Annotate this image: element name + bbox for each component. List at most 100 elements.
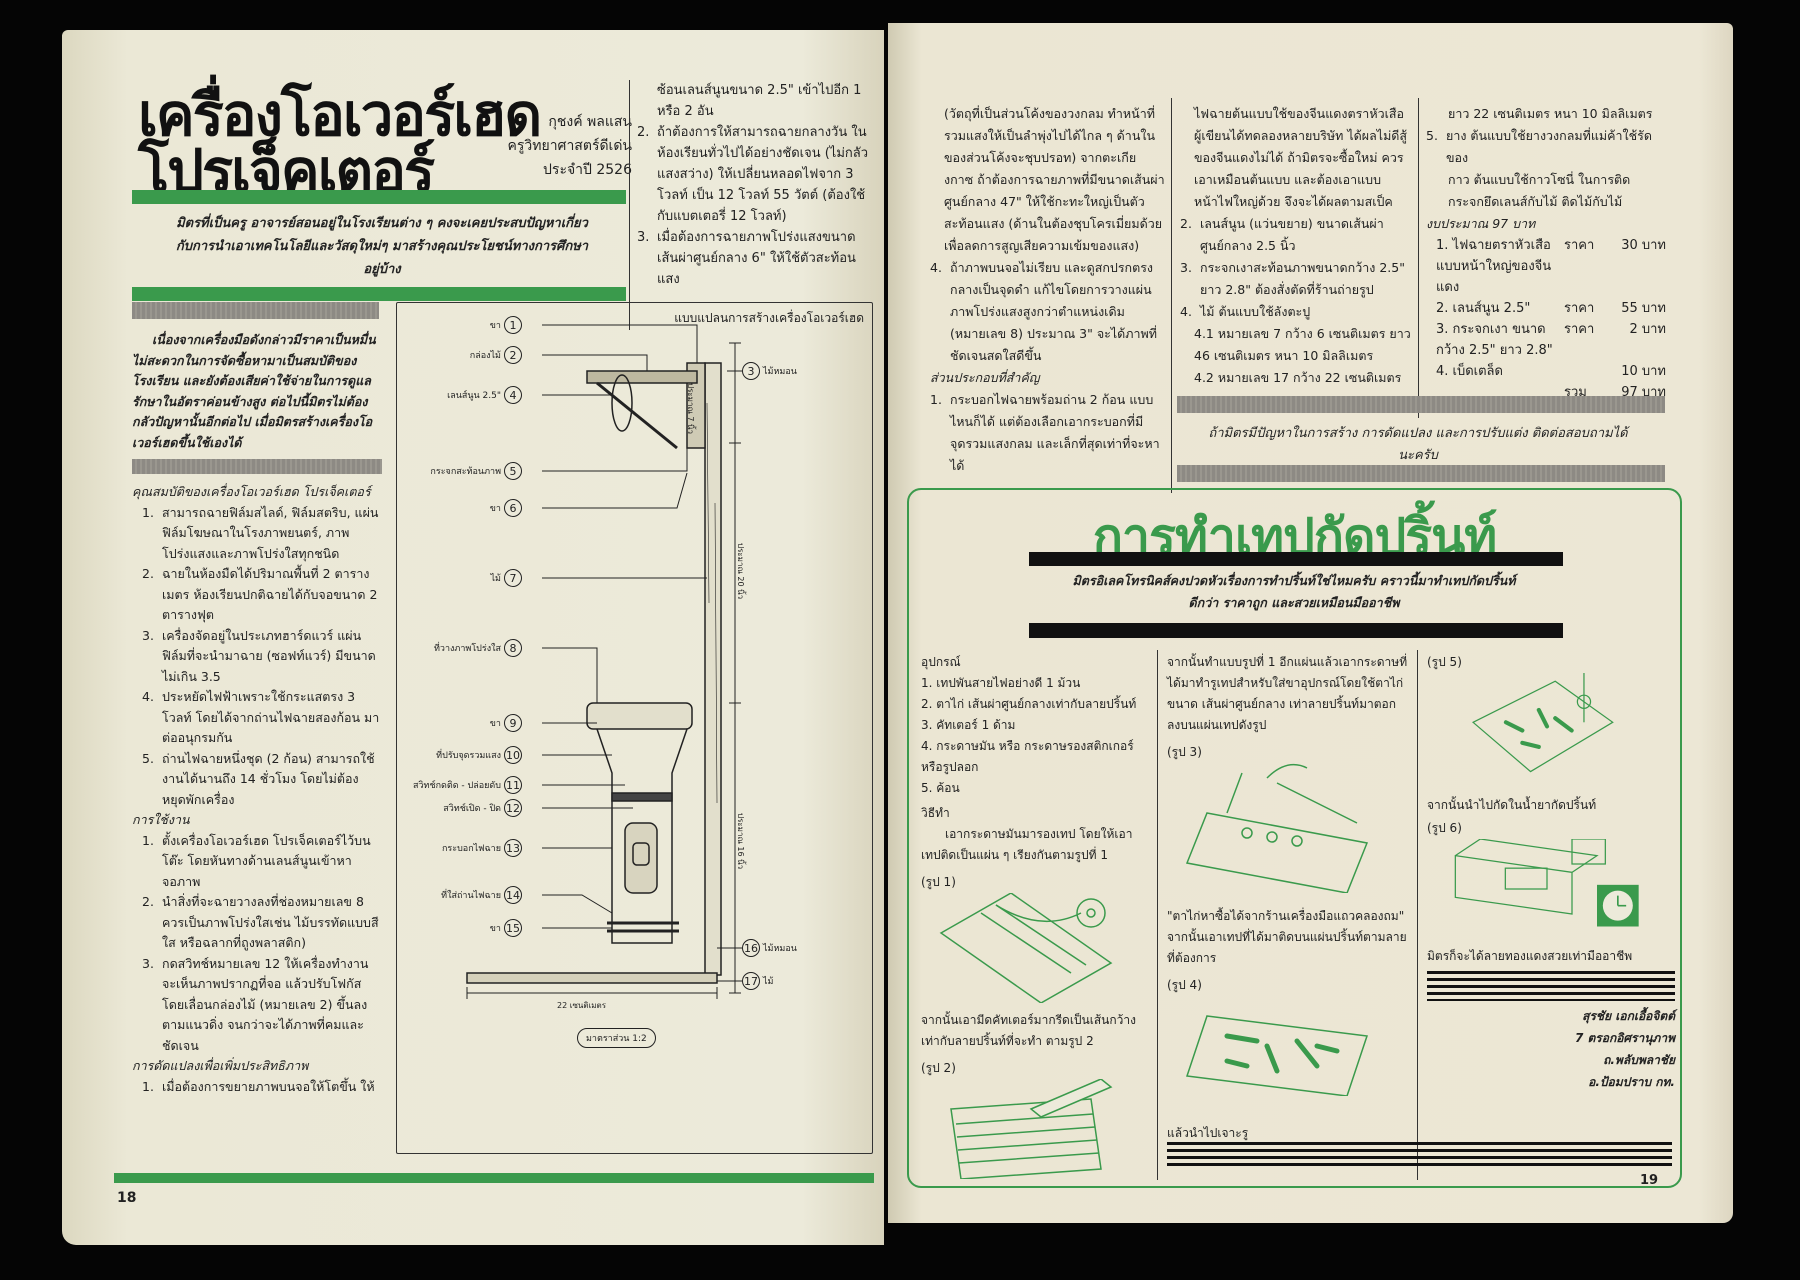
pcb-col3: (รูป 5) จากนั้นนำไปกัดในน้ำยากัดปริ้นท์ …: [1427, 652, 1675, 1093]
parts-heading: ส่วนประกอบที่สำคัญ: [930, 370, 1040, 385]
list-item: 3.เมื่อต้องการฉายภาพโปร่งแสงขนาด เส้นผ่า…: [637, 227, 873, 290]
column-divider: [1418, 98, 1419, 418]
step-text: จากนั้นเอาเทปที่ได้มาติดบนแผ่นปริ้นท์ตาม…: [1167, 930, 1407, 965]
col2-continuation: ไฟฉายต้นแบบใช้ของจีนแดงตราหัวเสือ ผู้เขี…: [1194, 106, 1408, 209]
item-text: สามารถฉายฟิล์มสไลด์, ฟิล์มสตริบ, แผ่นฟิล…: [162, 504, 379, 561]
callout-number: 3: [742, 362, 760, 380]
callout-number: 15: [504, 919, 522, 937]
column-divider: [1417, 650, 1418, 1180]
col1-continuation: (วัตถุที่เป็นส่วนโค้งของวงกลม ทำหน้าที่ร…: [944, 106, 1165, 253]
author-address: 7 ตรอกอิศรานุภาพ: [1574, 1031, 1675, 1045]
budget-value: 30 บาท: [1621, 238, 1666, 253]
label-text: ที่ใส่ถ่านไฟฉาย: [441, 891, 501, 901]
col2-continuation: ซ้อนเลนส์นูนขนาด 2.5" เข้าไปอีก 1 หรือ 2…: [657, 83, 862, 119]
step-text: เอากระดาษมันมารองเทป โดยให้เอาเทปติดเป็น…: [921, 827, 1133, 862]
result-text: มิตรก็จะได้ลายทองแดงสวยเท่ามืออาชีพ: [1427, 949, 1633, 963]
item-text: ถ่านไฟฉายหนึ่งชุด (2 ก้อน) สามารถใช้งานไ…: [162, 750, 375, 807]
col3-continuation: ยาว 22 เซนติเมตร หนา 10 มิลลิเมตร: [1448, 106, 1653, 121]
item-text: กดสวิทช์หมายเลข 12 ให้เครื่องทำงาน จะเห็…: [162, 955, 369, 1053]
budget-value: 10 บาท: [1621, 364, 1666, 379]
label-text: ขา: [489, 924, 501, 934]
dimension-middle: ประมาณ 20 นิ้ว: [736, 543, 745, 600]
list-item: 1.ตั้งเครื่องโอเวอร์เฮด โปรเจ็คเตอร์ไว้บ…: [132, 831, 382, 893]
black-rule: [1029, 623, 1563, 638]
list-item: 3.เครื่องจัดอยู่ในประเภทฮาร์ดแวร์ แผ่นฟิ…: [132, 626, 382, 688]
width-dimension: 22 เซนติเมตร: [557, 1001, 607, 1010]
list-item: 2.ฉายในห้องมืดได้ปริมาณพื้นที่ 2 ตารางเม…: [132, 564, 382, 626]
item-text: เลนส์นูน (แว่นขยาย) ขนาดเส้นผ่าศูนย์กลาง…: [1200, 216, 1384, 253]
list-item: 3.กระจกเงาสะท้อนภาพขนาดกว้าง 2.5" ยาว 2.…: [1180, 257, 1413, 301]
tool-item: 4. กระดาษมัน หรือ กระดาษรองสติกเกอร์หรือ…: [921, 739, 1134, 774]
callout-number: 11: [504, 776, 522, 794]
callout-number: 10: [504, 746, 522, 764]
budget-table: 1. ไฟฉายตราหัวเสือแบบหน้าใหญ่ของจีนแดงรา…: [1426, 235, 1666, 403]
gray-rule: [132, 302, 379, 319]
label-text: ขา: [489, 504, 501, 514]
label-text: สวิทช์กดติด - ปล่อยดับ: [412, 781, 501, 791]
figure-3-hammer-punch: [1185, 763, 1369, 894]
list-item: 4.ไม้ ต้นแบบใช้ลังตะปู: [1180, 301, 1413, 323]
sub-item: 4.1 หมายเลข 7 กว้าง 6 เซนติเมตร ยาว 46 เ…: [1194, 326, 1411, 363]
diagram-label-4: เลนส์นูน 2.5"4: [447, 386, 522, 404]
green-rule: [114, 1173, 874, 1183]
author-block: กุชงค์ พลแสน ครูวิทยาศาสตร์ดีเด่น ประจำป…: [482, 110, 632, 182]
scale-badge: มาตราส่วน 1:2: [577, 1028, 656, 1048]
callout-number: 2: [504, 346, 522, 364]
callout-number: 14: [504, 886, 522, 904]
figure-label: (รูป 2): [921, 1061, 956, 1075]
list-item: 4.ถ้าภาพบนจอไม่เรียบ และดูสกปรกตรงกลางเป…: [930, 257, 1165, 367]
column-divider: [1171, 98, 1172, 493]
budget-value: 2 บาท: [1629, 322, 1666, 337]
figure-1-tape-roll: [939, 892, 1113, 1004]
method-heading: วิธีทำ: [921, 806, 950, 820]
figure-label: (รูป 3): [1167, 745, 1202, 759]
tools-heading: อุปกรณ์: [921, 655, 961, 669]
right-page-col2: ไฟฉายต้นแบบใช้ของจีนแดงตราหัวเสือ ผู้เขี…: [1180, 103, 1413, 389]
item-text: นำสิ่งที่จะฉายวางลงที่ช่องหมายเลข 8 ควรเ…: [162, 894, 379, 950]
budget-label: [1564, 361, 1606, 382]
callout-number: 12: [504, 799, 522, 817]
sub-item: 4.2 หมายเลข 17 กว้าง 22 เซนติเมตร: [1194, 370, 1402, 385]
page-number: 18: [117, 1190, 137, 1206]
callout-number: 13: [504, 839, 522, 857]
pcb-subtitle: มิตรอิเลคโทรนิคส์คงปวดหัวเรื่องการทำปริ้…: [1072, 573, 1516, 610]
callout-number: 17: [742, 972, 760, 990]
budget-item: 4. เบ็ดเตล็ด: [1436, 364, 1503, 379]
left-page: เครื่องโอเวอร์เฮด โปรเจ็คเตอร์ กุชงค์ พล…: [62, 30, 884, 1245]
callout-number: 6: [504, 499, 522, 517]
lead-paragraph: เนื่องจากเครื่องมือดังกล่าวมีราคาเป็นหมื…: [132, 332, 376, 450]
item-text: ยาง ต้นแบบใช้ยางวงกลมที่แม่ค้าใช้รัดของ: [1446, 128, 1652, 165]
figure-label: (รูป 1): [921, 875, 956, 889]
intro-text: มิตรที่เป็นครู อาจารย์สอนอยู่ในโรงเรียนต…: [175, 216, 589, 277]
step-text: จากนั้นนำไปกัดในน้ำยากัดปริ้นท์: [1427, 798, 1597, 812]
list-item: 2.นำสิ่งที่จะฉายวางลงที่ช่องหมายเลข 8 คว…: [132, 892, 382, 954]
tool-item: 2. ตาไก่ เส้นผ่าศูนย์กลางเท่ากับลายปริ้น…: [921, 697, 1137, 711]
list-item: 1.กระบอกไฟฉายพร้อมถ่าน 2 ก้อน แบบไหนก็ได…: [930, 389, 1165, 477]
list-item: 2.เลนส์นูน (แว่นขยาย) ขนาดเส้นผ่าศูนย์กล…: [1180, 213, 1413, 257]
glue-note: กาว ต้นแบบใช้กาวโซนี่ ในการติดกระจกยึดเล…: [1448, 172, 1631, 209]
label-text: ขา: [489, 719, 501, 729]
item-text: กระจกเงาสะท้อนภาพขนาดกว้าง 2.5" ยาว 2.8"…: [1200, 260, 1405, 297]
features-heading: คุณสมบัติของเครื่องโอเวอร์เฮด โปรเจ็คเตอ…: [132, 484, 371, 499]
diagram-label-7: ไม้7: [491, 569, 522, 587]
tool-item: 5. ค้อน: [921, 781, 960, 795]
budget-item: 2. เลนส์นูน 2.5": [1436, 301, 1531, 316]
list-item: 5.ยาง ต้นแบบใช้ยางวงกลมที่แม่ค้าใช้รัดขอ…: [1426, 125, 1666, 169]
callout-number: 7: [504, 569, 522, 587]
overhead-diagram: แบบแปลนการสร้างเครื่องโอเวอร์เฮด: [396, 302, 873, 1154]
budget-item: 1. ไฟฉายตราหัวเสือแบบหน้าใหญ่ของจีนแดง: [1436, 238, 1552, 295]
step-text: จากนั้นเอามีดคัทเตอร์มากรีดเป็นเส้นกว้าง…: [921, 1013, 1136, 1048]
figure-label: (รูป 6): [1427, 821, 1462, 835]
pcb-author-block: สุรชัย เอกเอื้อจิตต์ 7 ตรอกอิศรานุภาพ ถ.…: [1427, 1005, 1675, 1093]
callout-number: 9: [504, 714, 522, 732]
article-title: เครื่องโอเวอร์เฮด โปรเจ็คเตอร์: [138, 87, 542, 201]
gray-rule: [1177, 465, 1665, 482]
callout-number: 5: [504, 462, 522, 480]
callout-number: 16: [742, 939, 760, 957]
